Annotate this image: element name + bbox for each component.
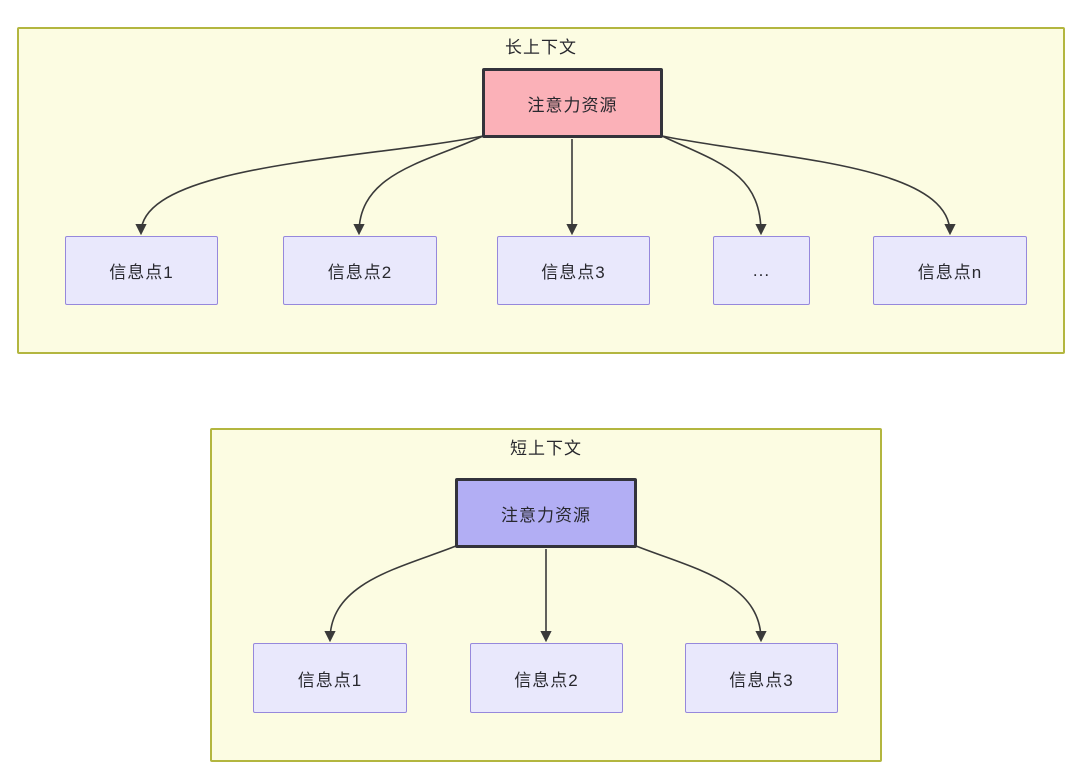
info-node: 信息点2: [470, 643, 623, 713]
info-node: 信息点1: [65, 236, 218, 305]
info-node: 信息点n: [873, 236, 1027, 305]
attention-node-short: 注意力资源: [455, 478, 637, 548]
info-node: 信息点3: [685, 643, 838, 713]
attention-node-long: 注意力资源: [482, 68, 663, 138]
info-node: 信息点3: [497, 236, 650, 305]
info-node-ellipsis: ...: [713, 236, 810, 305]
short-context-title: 短上下文: [510, 439, 582, 458]
info-node: 信息点1: [253, 643, 407, 713]
info-node: 信息点2: [283, 236, 437, 305]
long-context-title: 长上下文: [505, 38, 577, 57]
